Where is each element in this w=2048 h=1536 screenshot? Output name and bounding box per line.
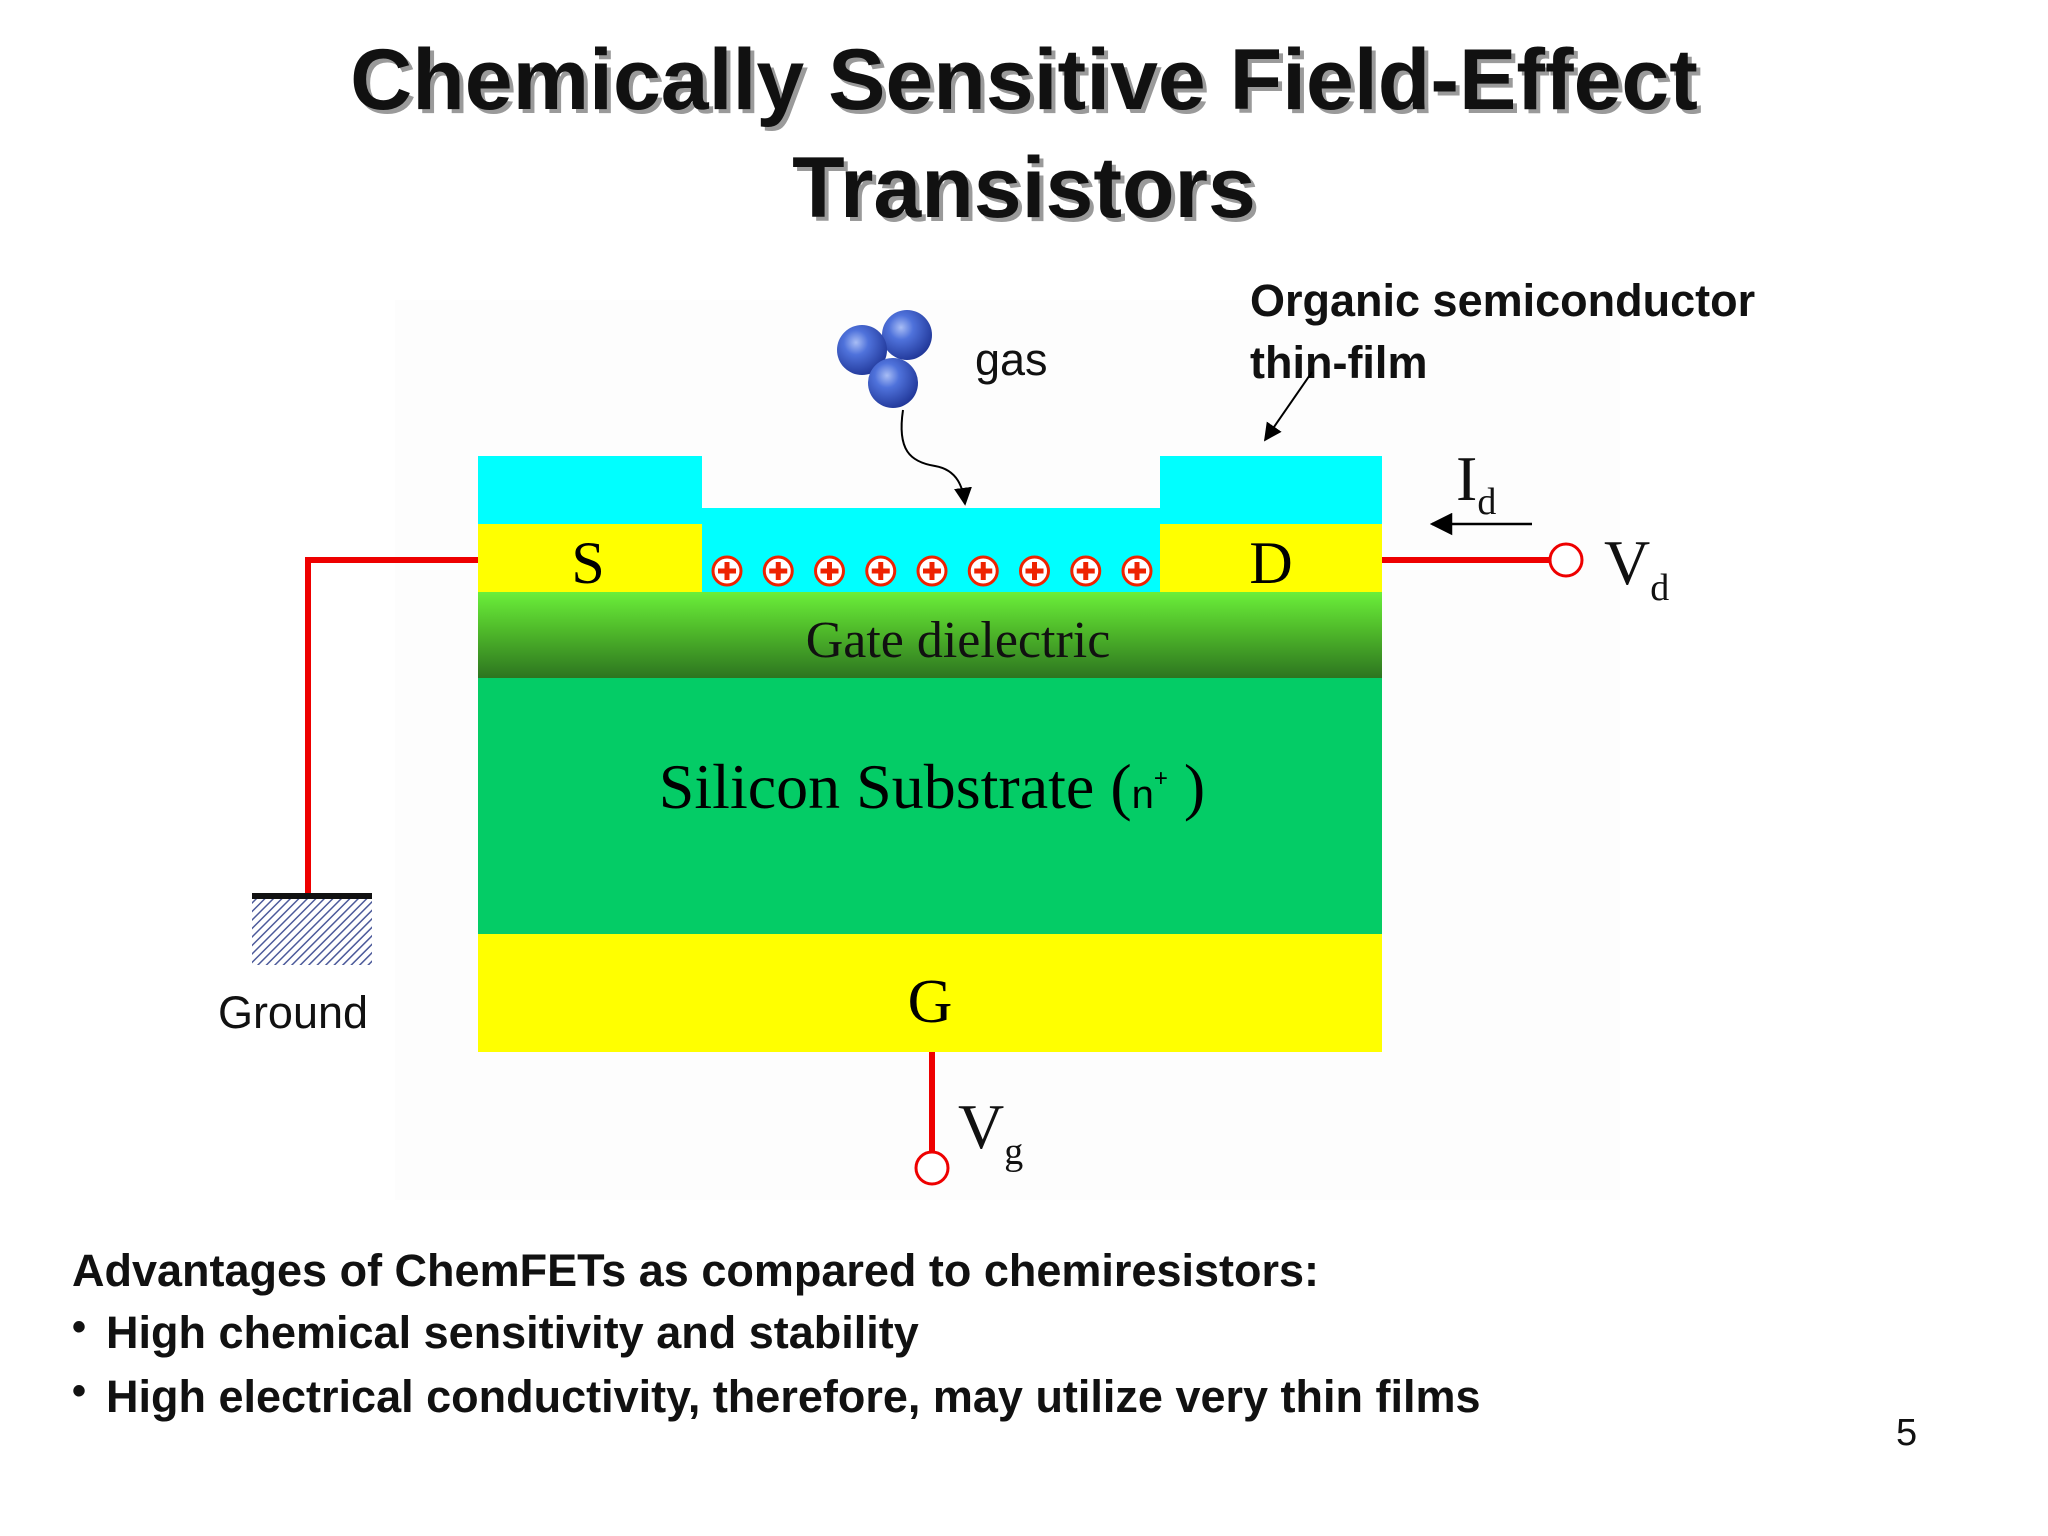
- drain-label: D: [1249, 530, 1292, 596]
- gate-dielectric: [478, 592, 1382, 678]
- page-number: 5: [1896, 1412, 1918, 1454]
- ground-hatch-icon: [252, 899, 372, 965]
- gate-label: G: [908, 968, 953, 1036]
- substrate-doping-sup: +: [1154, 765, 1168, 792]
- advantages-section: Advantages of ChemFETs as compared to ch…: [72, 1240, 1872, 1430]
- substrate-close: ): [1168, 751, 1205, 822]
- advantage-text-2: High electrical conductivity, therefore,…: [106, 1371, 1481, 1422]
- gas-label: gas: [975, 334, 1048, 385]
- advantage-text-1: High chemical sensitivity and stability: [106, 1307, 919, 1358]
- title-line-1: Chemically Sensitive Field-Effect: [350, 32, 1698, 128]
- drain-terminal-icon: [1548, 542, 1584, 578]
- drain-voltage-label: Vd: [1604, 527, 1669, 609]
- substrate-text: Silicon Substrate (: [659, 751, 1132, 822]
- gate-voltage-sub: g: [1004, 1131, 1023, 1173]
- positive-charge-icon: [762, 555, 794, 587]
- positive-charge-icon: [967, 555, 999, 587]
- silicon-substrate: [478, 678, 1382, 934]
- channel-charges: [711, 555, 1153, 587]
- gate-terminal-icon: [914, 1150, 950, 1186]
- ground-label: Ground: [218, 987, 368, 1038]
- gas-adsorption-arrow-icon: [900, 409, 972, 506]
- drain-voltage-sub: d: [1650, 567, 1669, 609]
- title-line-2: Transistors: [792, 140, 1256, 236]
- source-label: S: [571, 530, 604, 596]
- gas-molecule-icon: [837, 310, 932, 408]
- gate-voltage-symbol: V: [958, 1091, 1004, 1162]
- advantage-item-1: • High chemical sensitivity and stabilit…: [72, 1302, 1872, 1366]
- drain-voltage-symbol: V: [1604, 527, 1650, 598]
- substrate-label: Silicon Substrate (n+ ): [659, 751, 1205, 822]
- current-sub: d: [1477, 481, 1496, 523]
- film-pointer-arrow-icon: [1263, 371, 1313, 442]
- film-label-line-2: thin-film: [1250, 337, 1427, 388]
- bullet-icon: •: [72, 1369, 87, 1413]
- current-symbol: I: [1456, 443, 1477, 514]
- positive-charge-icon: [1121, 555, 1153, 587]
- bullet-icon: •: [72, 1305, 87, 1349]
- gate-voltage-label: Vg: [958, 1091, 1023, 1173]
- substrate-doping: n: [1132, 773, 1154, 817]
- drain-electrode: [1160, 524, 1382, 592]
- positive-charge-icon: [865, 555, 897, 587]
- advantage-item-2: • High electrical conductivity, therefor…: [72, 1366, 1872, 1430]
- positive-charge-icon: [1019, 555, 1050, 587]
- positive-charge-icon: [1070, 555, 1102, 587]
- positive-charge-icon: [711, 555, 743, 587]
- film-label-line-1: Organic semiconductor: [1250, 275, 1755, 326]
- positive-charge-icon: [814, 555, 845, 587]
- current-label: Id: [1456, 443, 1496, 523]
- dielectric-label: Gate dielectric: [806, 612, 1111, 669]
- source-ground-wire: [305, 557, 478, 896]
- positive-charge-icon: [916, 555, 948, 587]
- gate-electrode: [478, 934, 1382, 1052]
- slide-title: Chemically Sensitive Field-Effect Transi…: [0, 26, 2048, 242]
- advantages-heading: Advantages of ChemFETs as compared to ch…: [72, 1245, 1320, 1296]
- source-electrode: [478, 524, 702, 592]
